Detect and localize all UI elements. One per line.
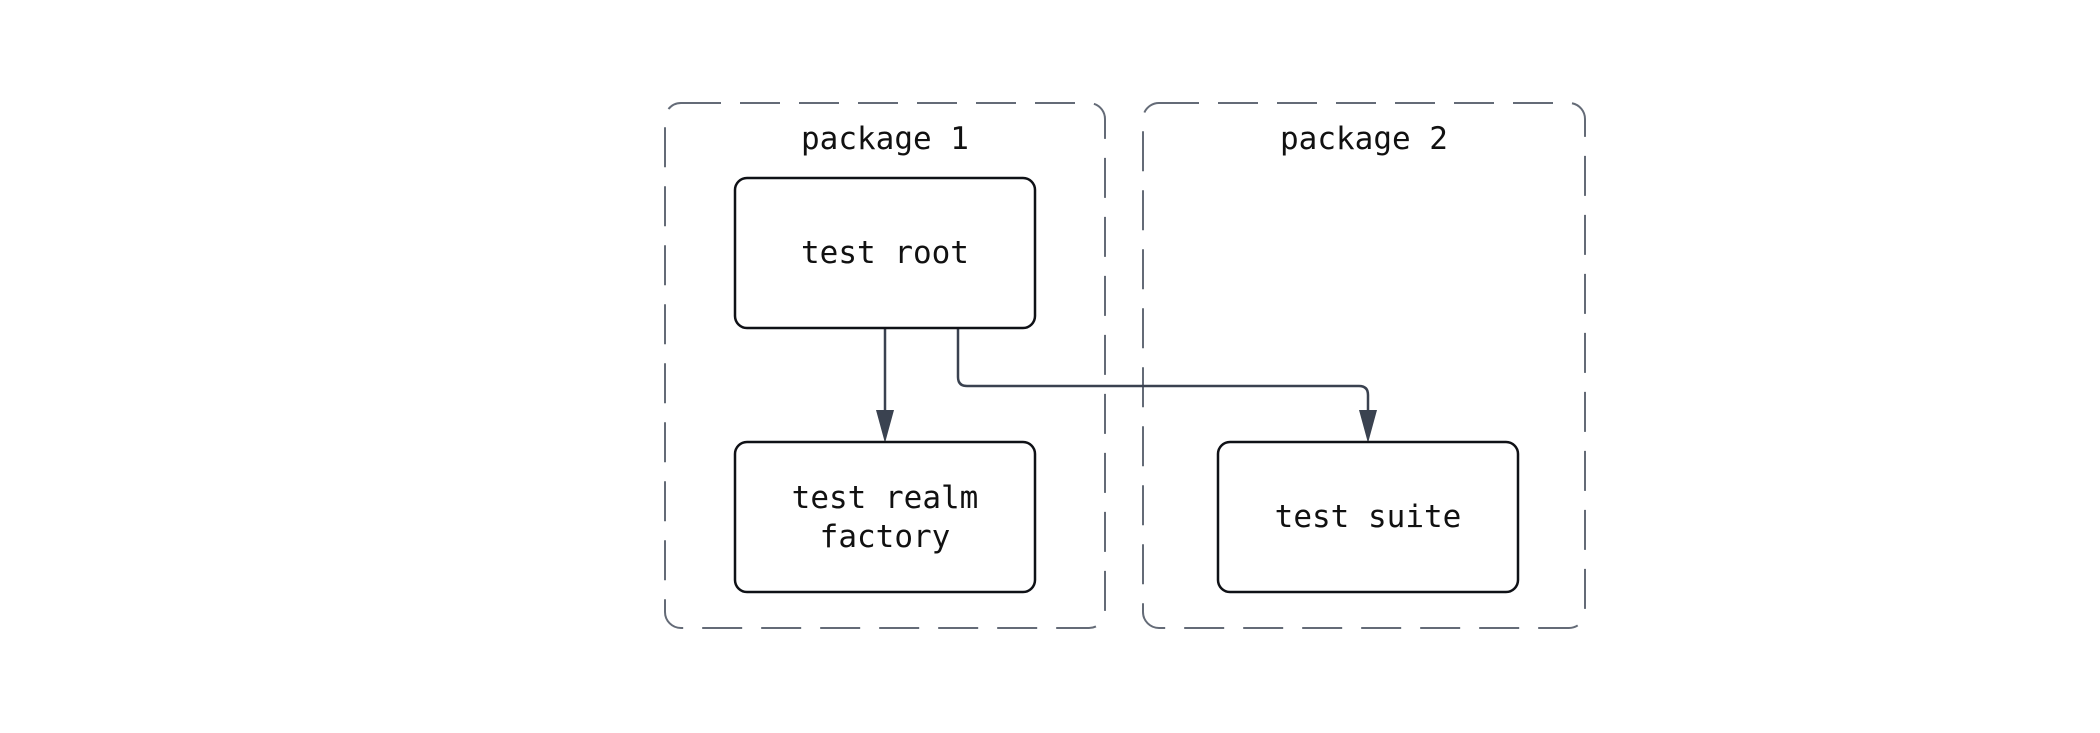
node-test-root-box [733,176,1037,330]
edge-test-root-to-test-realm-factory-arrowhead [876,410,894,443]
container-package-1 [664,102,1106,629]
container-package-2-label: package 2 [1280,121,1448,157]
node-test-suite-box [1216,440,1520,594]
node-test-suite-label: test suite [1275,499,1462,535]
node-test-realm-factory-label-line-2: factory [820,519,951,555]
node-test-root-label: test root [801,235,969,271]
container-package-1-label: package 1 [801,121,969,157]
node-test-realm-factory-box [733,440,1037,594]
edge-test-root-to-test-suite-arrowhead [1359,410,1377,443]
edge-test-root-to-test-suite-line [956,328,1370,411]
node-test-realm-factory-label-line-1: test realm [792,480,979,516]
container-package-2 [1142,102,1586,629]
